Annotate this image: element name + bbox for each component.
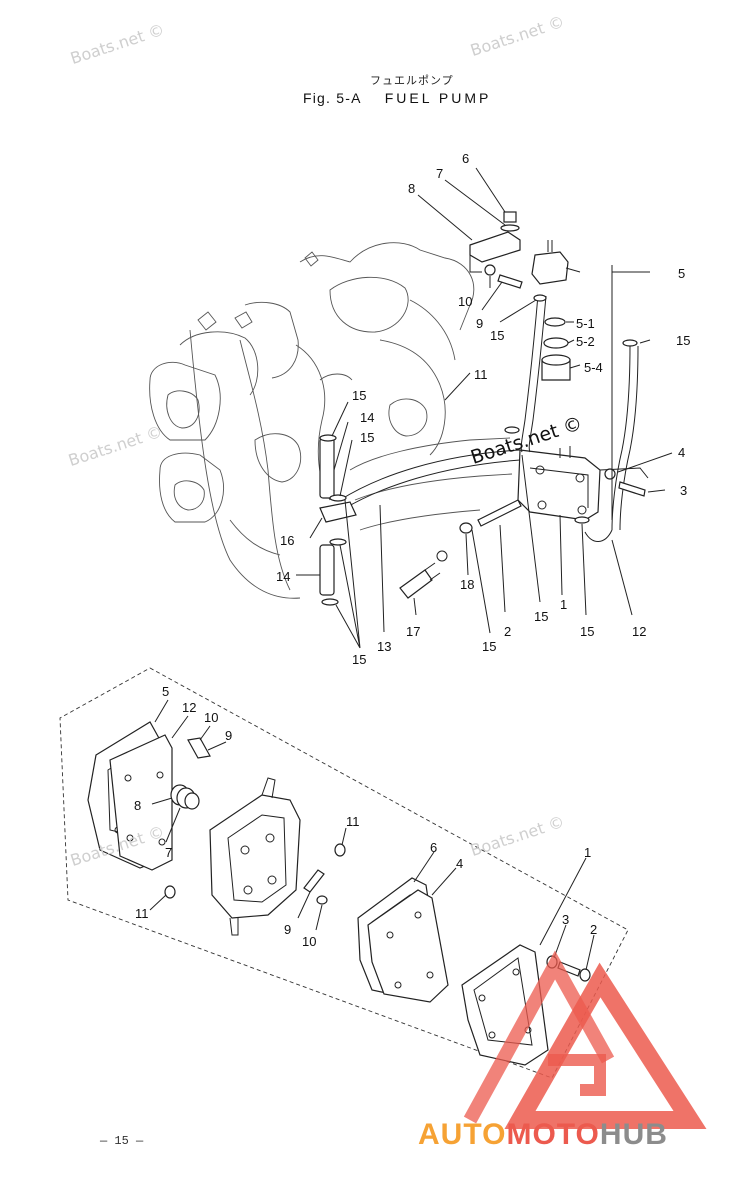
callout-label: 13	[377, 639, 391, 654]
callout-label: 9	[284, 922, 291, 937]
callout-label: 3	[562, 912, 569, 927]
brand-moto: MOTO	[506, 1118, 600, 1151]
callout-label: 2	[504, 624, 511, 639]
callout-label: 15	[482, 639, 496, 654]
callout-label: 10	[204, 710, 218, 725]
callout-label: 15	[490, 328, 504, 343]
callout-label: 4	[678, 445, 685, 460]
callout-label: 7	[436, 166, 443, 181]
callout-label: 5-2	[576, 334, 595, 349]
leader-lines-lower	[149, 699, 595, 971]
callout-label: 15	[534, 609, 548, 624]
exploded-pump-parts	[87, 721, 591, 1066]
callout-label: 5	[678, 266, 685, 281]
callout-label: 6	[462, 151, 469, 166]
callout-label: 11	[346, 814, 360, 829]
callout-label: 12	[182, 700, 196, 715]
callout-label: 15	[360, 430, 374, 445]
callout-label: 4	[456, 856, 463, 871]
figure-title-japanese: フュエルポンプ	[370, 74, 454, 87]
callout-label: 16	[280, 533, 294, 548]
engine-block-illustration	[149, 242, 513, 599]
callout-label: 10	[302, 934, 316, 949]
callout-label: 17	[406, 624, 420, 639]
callout-label: 8	[134, 798, 141, 813]
callout-label: 14	[276, 569, 290, 584]
callout-label: 1	[560, 597, 567, 612]
callout-labels-upper: 6 7 8 5 10 9 15 5-1 5-2 5-4 15 11 15 14 …	[276, 151, 690, 667]
brand-hub: HUB	[599, 1118, 668, 1151]
callout-label: 11	[135, 906, 149, 921]
callout-label: 18	[460, 577, 474, 592]
callout-label: 15	[676, 333, 690, 348]
figure-name: FUEL PUMP	[384, 90, 492, 106]
leader-lines-upper	[296, 167, 673, 649]
figure-title: Fig. 5-A FUEL PUMP	[303, 90, 491, 106]
callout-label: 1	[584, 845, 591, 860]
callout-label: 9	[476, 316, 483, 331]
callout-label: 12	[632, 624, 646, 639]
callout-label: 6	[430, 840, 437, 855]
callout-label: 5-1	[576, 316, 595, 331]
callout-label: 3	[680, 483, 687, 498]
callout-label: 9	[225, 728, 232, 743]
callout-label: 10	[458, 294, 472, 309]
page-number: — 15 —	[100, 1134, 144, 1148]
callout-label: 15	[580, 624, 594, 639]
callout-label: 15	[352, 652, 366, 667]
figure-number: Fig. 5-A	[303, 90, 362, 106]
callout-label: 5-4	[584, 360, 603, 375]
exploded-pump-frame	[59, 667, 629, 1079]
brand-auto: AUTO	[418, 1118, 507, 1151]
callout-label: 11	[474, 367, 488, 382]
callout-label: 14	[360, 410, 374, 425]
automotohub-logo-mark	[463, 950, 707, 1129]
fuel-pump-assembly	[319, 211, 649, 606]
callout-labels-lower: 5 12 10 9 8 7 11 6 4 1 11 9 10 3 2	[134, 684, 597, 949]
callout-label: 2	[590, 922, 597, 937]
automotohub-logo: AUTOMOTOHUB	[418, 1118, 668, 1152]
callout-label: 5	[162, 684, 169, 699]
callout-label: 7	[165, 845, 172, 860]
callout-label: 8	[408, 181, 415, 196]
callout-label: 15	[352, 388, 366, 403]
